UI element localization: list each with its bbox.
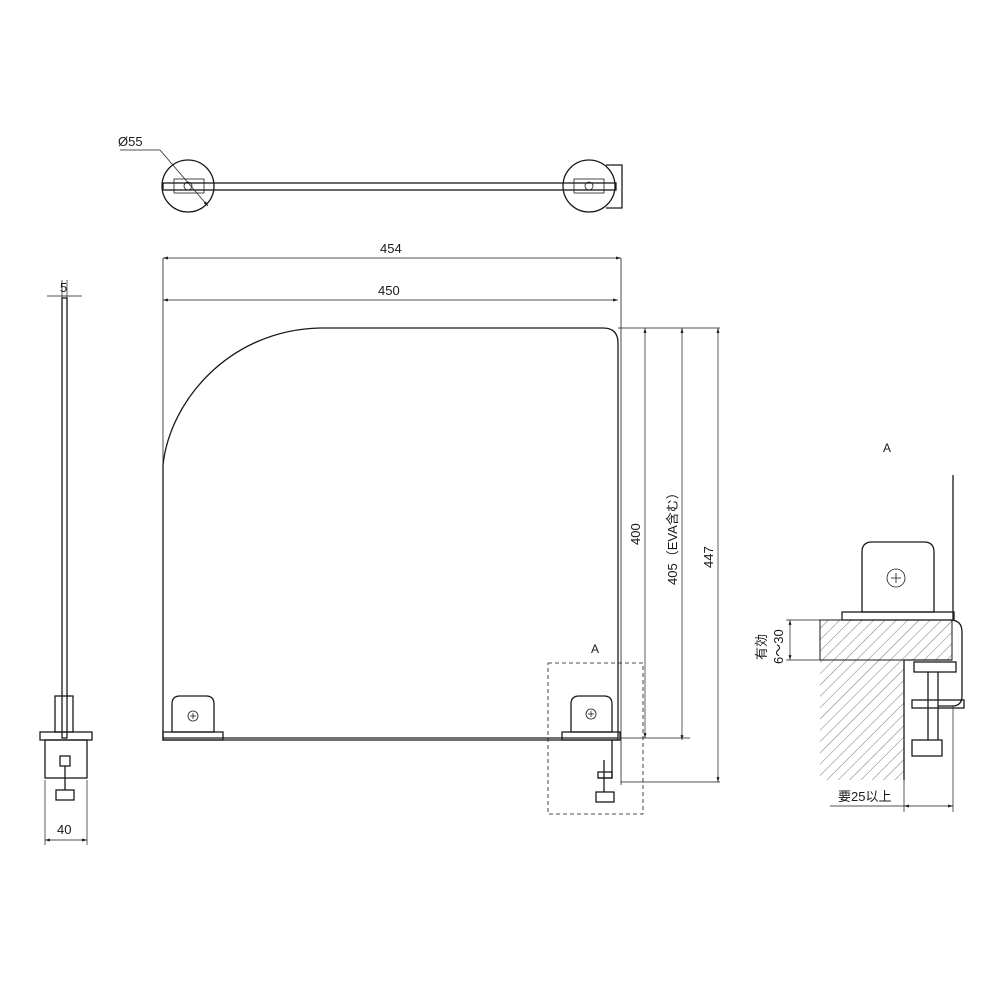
dim-450: 450 bbox=[378, 283, 400, 298]
effective-label: 有効 bbox=[754, 634, 769, 660]
front-view-panel-outline bbox=[162, 327, 619, 741]
dim-447: 447 bbox=[701, 546, 716, 568]
dim-454: 454 bbox=[380, 241, 402, 256]
dim-5: 5 bbox=[60, 280, 67, 295]
side-view-panel bbox=[61, 297, 68, 739]
side-view: 5 40 bbox=[39, 280, 93, 845]
min-depth-label: 要25以上 bbox=[838, 789, 891, 804]
diameter-label: Ø55 bbox=[118, 134, 143, 149]
dim-405: 405（EVA含む） bbox=[665, 486, 680, 585]
top-view: Ø55 bbox=[118, 134, 623, 213]
detail-a-title: A bbox=[883, 441, 891, 455]
detail-a-callout bbox=[547, 662, 644, 815]
detail-a-ref: A bbox=[591, 642, 599, 656]
top-view-left-foot bbox=[161, 159, 215, 213]
top-view-panel bbox=[162, 182, 617, 191]
detail-a-view: A 有効 6〜30 要25以上 bbox=[754, 441, 965, 812]
effective-range: 6〜30 bbox=[771, 629, 786, 664]
table-section bbox=[819, 619, 953, 661]
dim-40: 40 bbox=[57, 822, 71, 837]
dim-400: 400 bbox=[628, 523, 643, 545]
top-view-right-foot bbox=[562, 159, 616, 213]
front-view: 454 450 400 405（EVA含む） 447 A bbox=[162, 241, 720, 815]
